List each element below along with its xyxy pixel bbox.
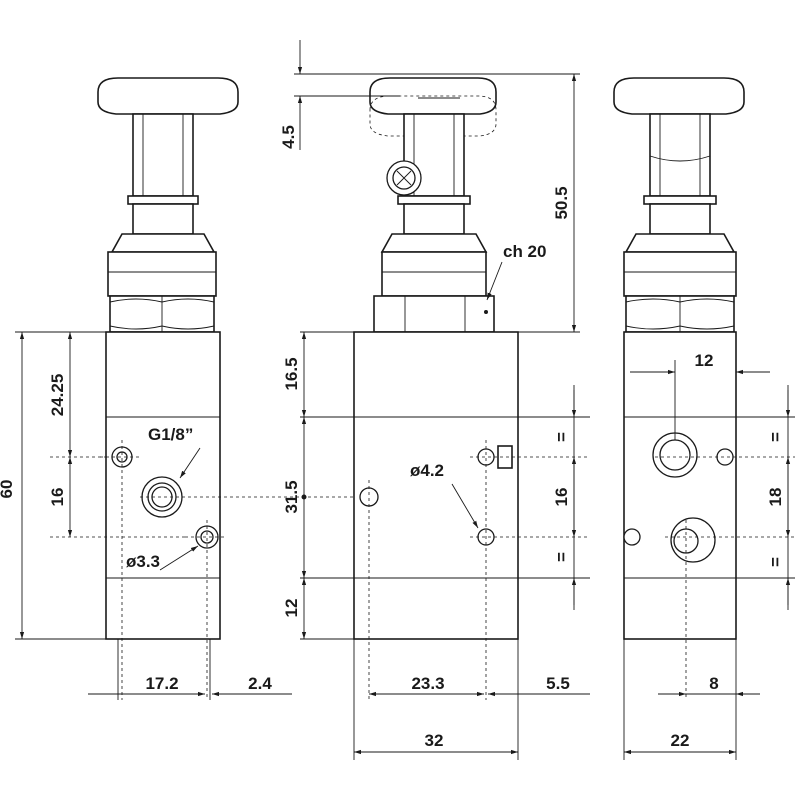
dim-right-width-small: 8: [709, 674, 718, 693]
dim-equal-bottom-mid: =: [552, 552, 571, 562]
right-view: 12 = 18 = 8 22: [613, 77, 795, 760]
label-hole-left: ø3.3: [126, 552, 160, 571]
left-stem: [132, 113, 194, 197]
dim-knob-travel: 4.5: [279, 125, 298, 149]
middle-hole-top: [477, 448, 495, 466]
label-thread: G1/8”: [148, 425, 193, 444]
dim-width-mid-b: 5.5: [546, 674, 570, 693]
dim-overall-height: 50.5: [552, 186, 571, 219]
middle-hole-side: [359, 487, 379, 507]
dim-body-width-right: 22: [671, 731, 690, 750]
right-stem: [649, 113, 711, 197]
dim-right-offset: 12: [695, 351, 714, 370]
dim-body-width-mid: 32: [425, 731, 444, 750]
dim-bottom-section: 12: [282, 599, 301, 618]
dim-top-section-mid: 16.5: [282, 357, 301, 390]
right-hole-bottom: [623, 528, 641, 546]
dim-top-section-left: 24.25: [48, 374, 67, 417]
right-nut: [623, 251, 737, 297]
right-body: [623, 331, 737, 640]
dim-port-spacing-mid-small: 16: [552, 488, 571, 507]
middle-knob: [369, 77, 497, 115]
left-nut: [107, 251, 217, 297]
dim-width-left-a: 17.2: [145, 674, 178, 693]
left-knob: [97, 77, 239, 115]
right-hole-top: [716, 448, 734, 466]
middle-nut: [381, 251, 487, 297]
dim-body-height: 60: [0, 480, 16, 499]
dim-equal-top-right: =: [766, 432, 785, 442]
label-hole-mid: ø4.2: [410, 461, 444, 480]
dim-width-left-b: 2.4: [248, 674, 272, 693]
dim-equal-top-mid: =: [552, 432, 571, 442]
right-knob: [613, 77, 745, 115]
middle-view: 4.5 50.5 ch 20 16.5 31.5 12: [279, 40, 590, 760]
dim-port-spacing-mid: 31.5: [282, 480, 301, 513]
dim-hex-size: ch 20: [503, 242, 546, 261]
middle-body: [353, 331, 519, 640]
dim-port-spacing-left: 16: [48, 488, 67, 507]
left-view: 60 24.25 16 17.2 2.4 G1/8” ø3.3: [0, 77, 360, 700]
dim-equal-bottom-right: =: [766, 557, 785, 567]
dim-right-spacing: 18: [766, 488, 785, 507]
dim-width-mid-a: 23.3: [411, 674, 444, 693]
